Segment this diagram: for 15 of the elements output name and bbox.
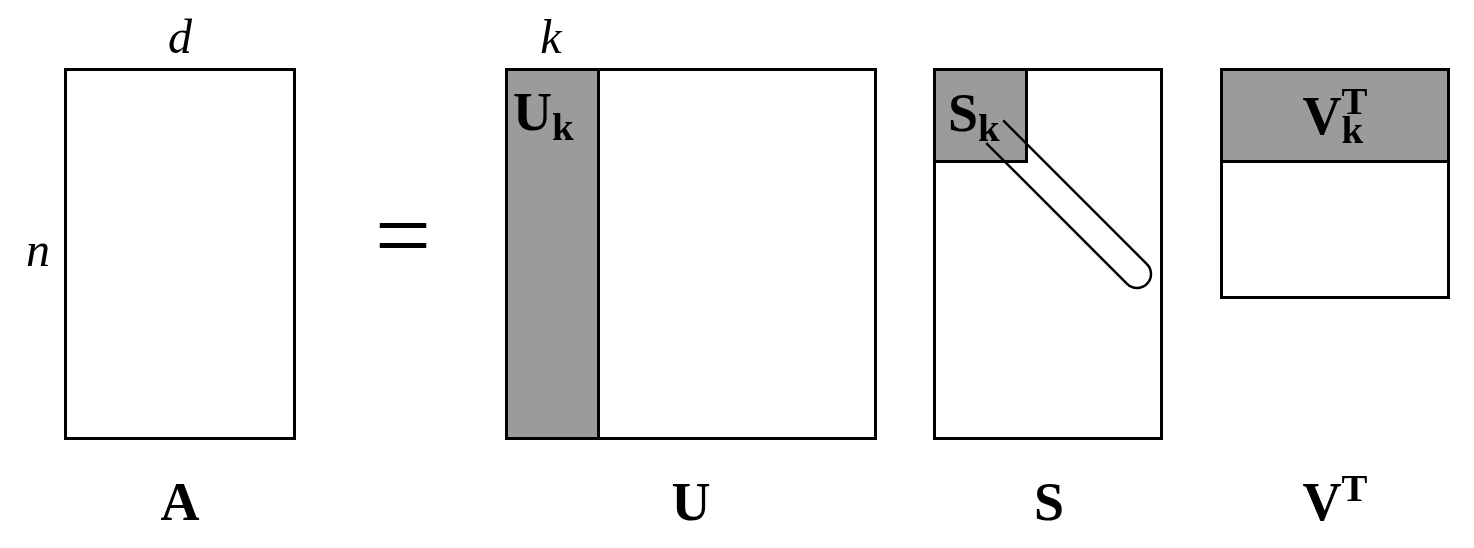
equals-sign: = [374,186,432,286]
matrix-label: A [160,475,200,529]
matrix-rectangle [933,68,1163,440]
dimension-label: n [26,226,50,274]
dimension-label: d [168,13,192,61]
submatrix-block [505,68,600,440]
dimension-label: k [540,13,562,61]
matrix-rectangle [505,68,877,440]
matrix-label: S [1034,475,1064,529]
submatrix-block [1220,68,1450,163]
matrix-label: V$^{T}$ [1302,475,1368,529]
submatrix-block [933,68,1028,163]
matrix-label: U [671,475,711,529]
matrix-rectangle [64,68,296,440]
matrix-rectangle [1220,68,1450,299]
